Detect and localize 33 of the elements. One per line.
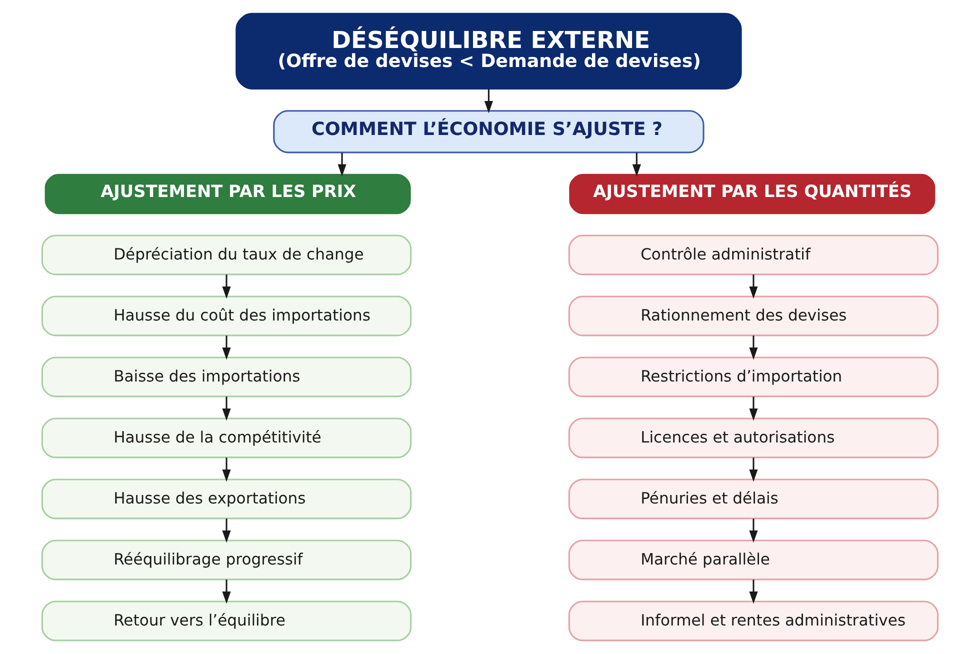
node-box: Licences et autorisations bbox=[568, 418, 938, 458]
node-box: Restrictions d’importation bbox=[568, 356, 938, 398]
node-box: Contrôle administratif bbox=[568, 234, 938, 276]
node-box: COMMENT L’ÉCONOMIE S’AJUSTE ? bbox=[272, 110, 704, 154]
node-box: Rationnement des devises bbox=[568, 296, 938, 336]
arrow bbox=[748, 336, 758, 360]
node-box: Hausse des exportations bbox=[40, 478, 412, 520]
node-box: Hausse du coût des importations bbox=[40, 296, 412, 336]
arrow bbox=[632, 152, 640, 177]
arrow bbox=[222, 396, 230, 421]
node-box: Hausse de la compétitivité bbox=[40, 418, 412, 458]
node-box: Baisse des importations bbox=[40, 356, 412, 398]
arrow bbox=[222, 274, 230, 299]
arrow bbox=[222, 458, 230, 482]
arrow bbox=[748, 458, 758, 482]
node-box: AJUSTEMENT PAR LES QUANTITÉS bbox=[568, 174, 935, 214]
node-box: Dépréciation du taux de change bbox=[40, 234, 412, 276]
node-box: Marché parallèle bbox=[568, 540, 938, 580]
arrow bbox=[484, 89, 492, 114]
arrow bbox=[337, 152, 346, 177]
arrow bbox=[222, 580, 230, 604]
arrow bbox=[748, 518, 758, 543]
node-box: Pénuries et délais bbox=[568, 478, 938, 520]
arrow bbox=[222, 336, 230, 360]
arrow bbox=[748, 396, 758, 421]
node-box: DÉSÉQUILIBRE EXTERNE (Offre de devises < Demande de devises) bbox=[235, 12, 742, 90]
node-box: Retour vers l’équilibre bbox=[40, 600, 412, 642]
arrow bbox=[748, 274, 758, 299]
node-box: Rééquilibrage progressif bbox=[40, 540, 412, 580]
arrow bbox=[222, 518, 230, 543]
node-box: AJUSTEMENT PAR LES PRIX bbox=[44, 174, 410, 214]
arrow bbox=[748, 580, 758, 604]
node-box: Informel et rentes administratives bbox=[568, 600, 938, 642]
